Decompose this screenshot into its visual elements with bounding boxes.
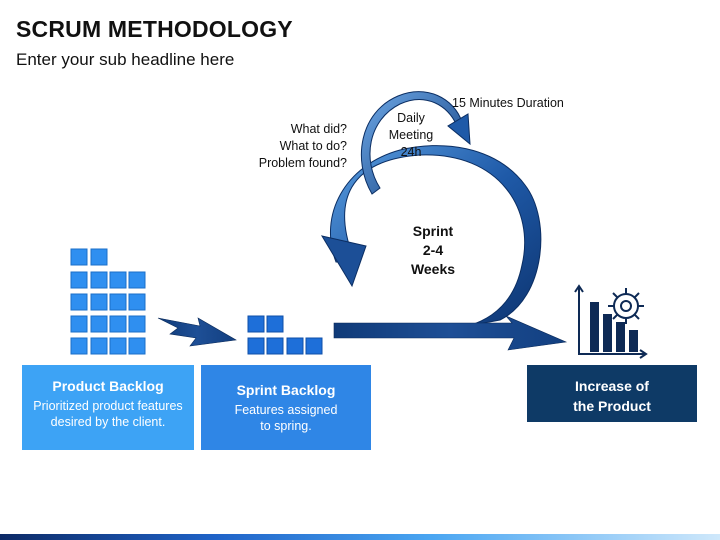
page-subtitle: Enter your sub headline here — [16, 50, 235, 69]
sprint-loop — [320, 145, 568, 351]
backlog-to-sprint-arrow — [157, 317, 237, 347]
product-backlog-title: Product Backlog — [52, 378, 164, 394]
page-title: SCRUM METHODOLOGY — [16, 16, 293, 42]
chart-gear-icon — [574, 284, 648, 359]
daily-duration-label: 15 Minutes Duration — [452, 96, 564, 110]
sprint-backlog-blocks — [247, 315, 323, 355]
daily-questions: What did? What to do? Problem found? — [258, 122, 347, 170]
sprint-backlog-box: Sprint Backlog Features assigned to spri… — [201, 365, 371, 450]
product-backlog-blocks — [70, 248, 146, 355]
sprint-duration-label: Sprint 2-4 Weeks — [410, 223, 456, 277]
bottom-accent-bar — [0, 534, 720, 540]
daily-loop — [360, 91, 471, 195]
product-backlog-box: Product Backlog Prioritized product feat… — [22, 365, 194, 450]
increase-product-box: Increase of the Product — [527, 365, 697, 422]
sprint-backlog-title: Sprint Backlog — [236, 382, 336, 398]
daily-meeting-label: Daily Meeting 24h — [388, 111, 434, 159]
